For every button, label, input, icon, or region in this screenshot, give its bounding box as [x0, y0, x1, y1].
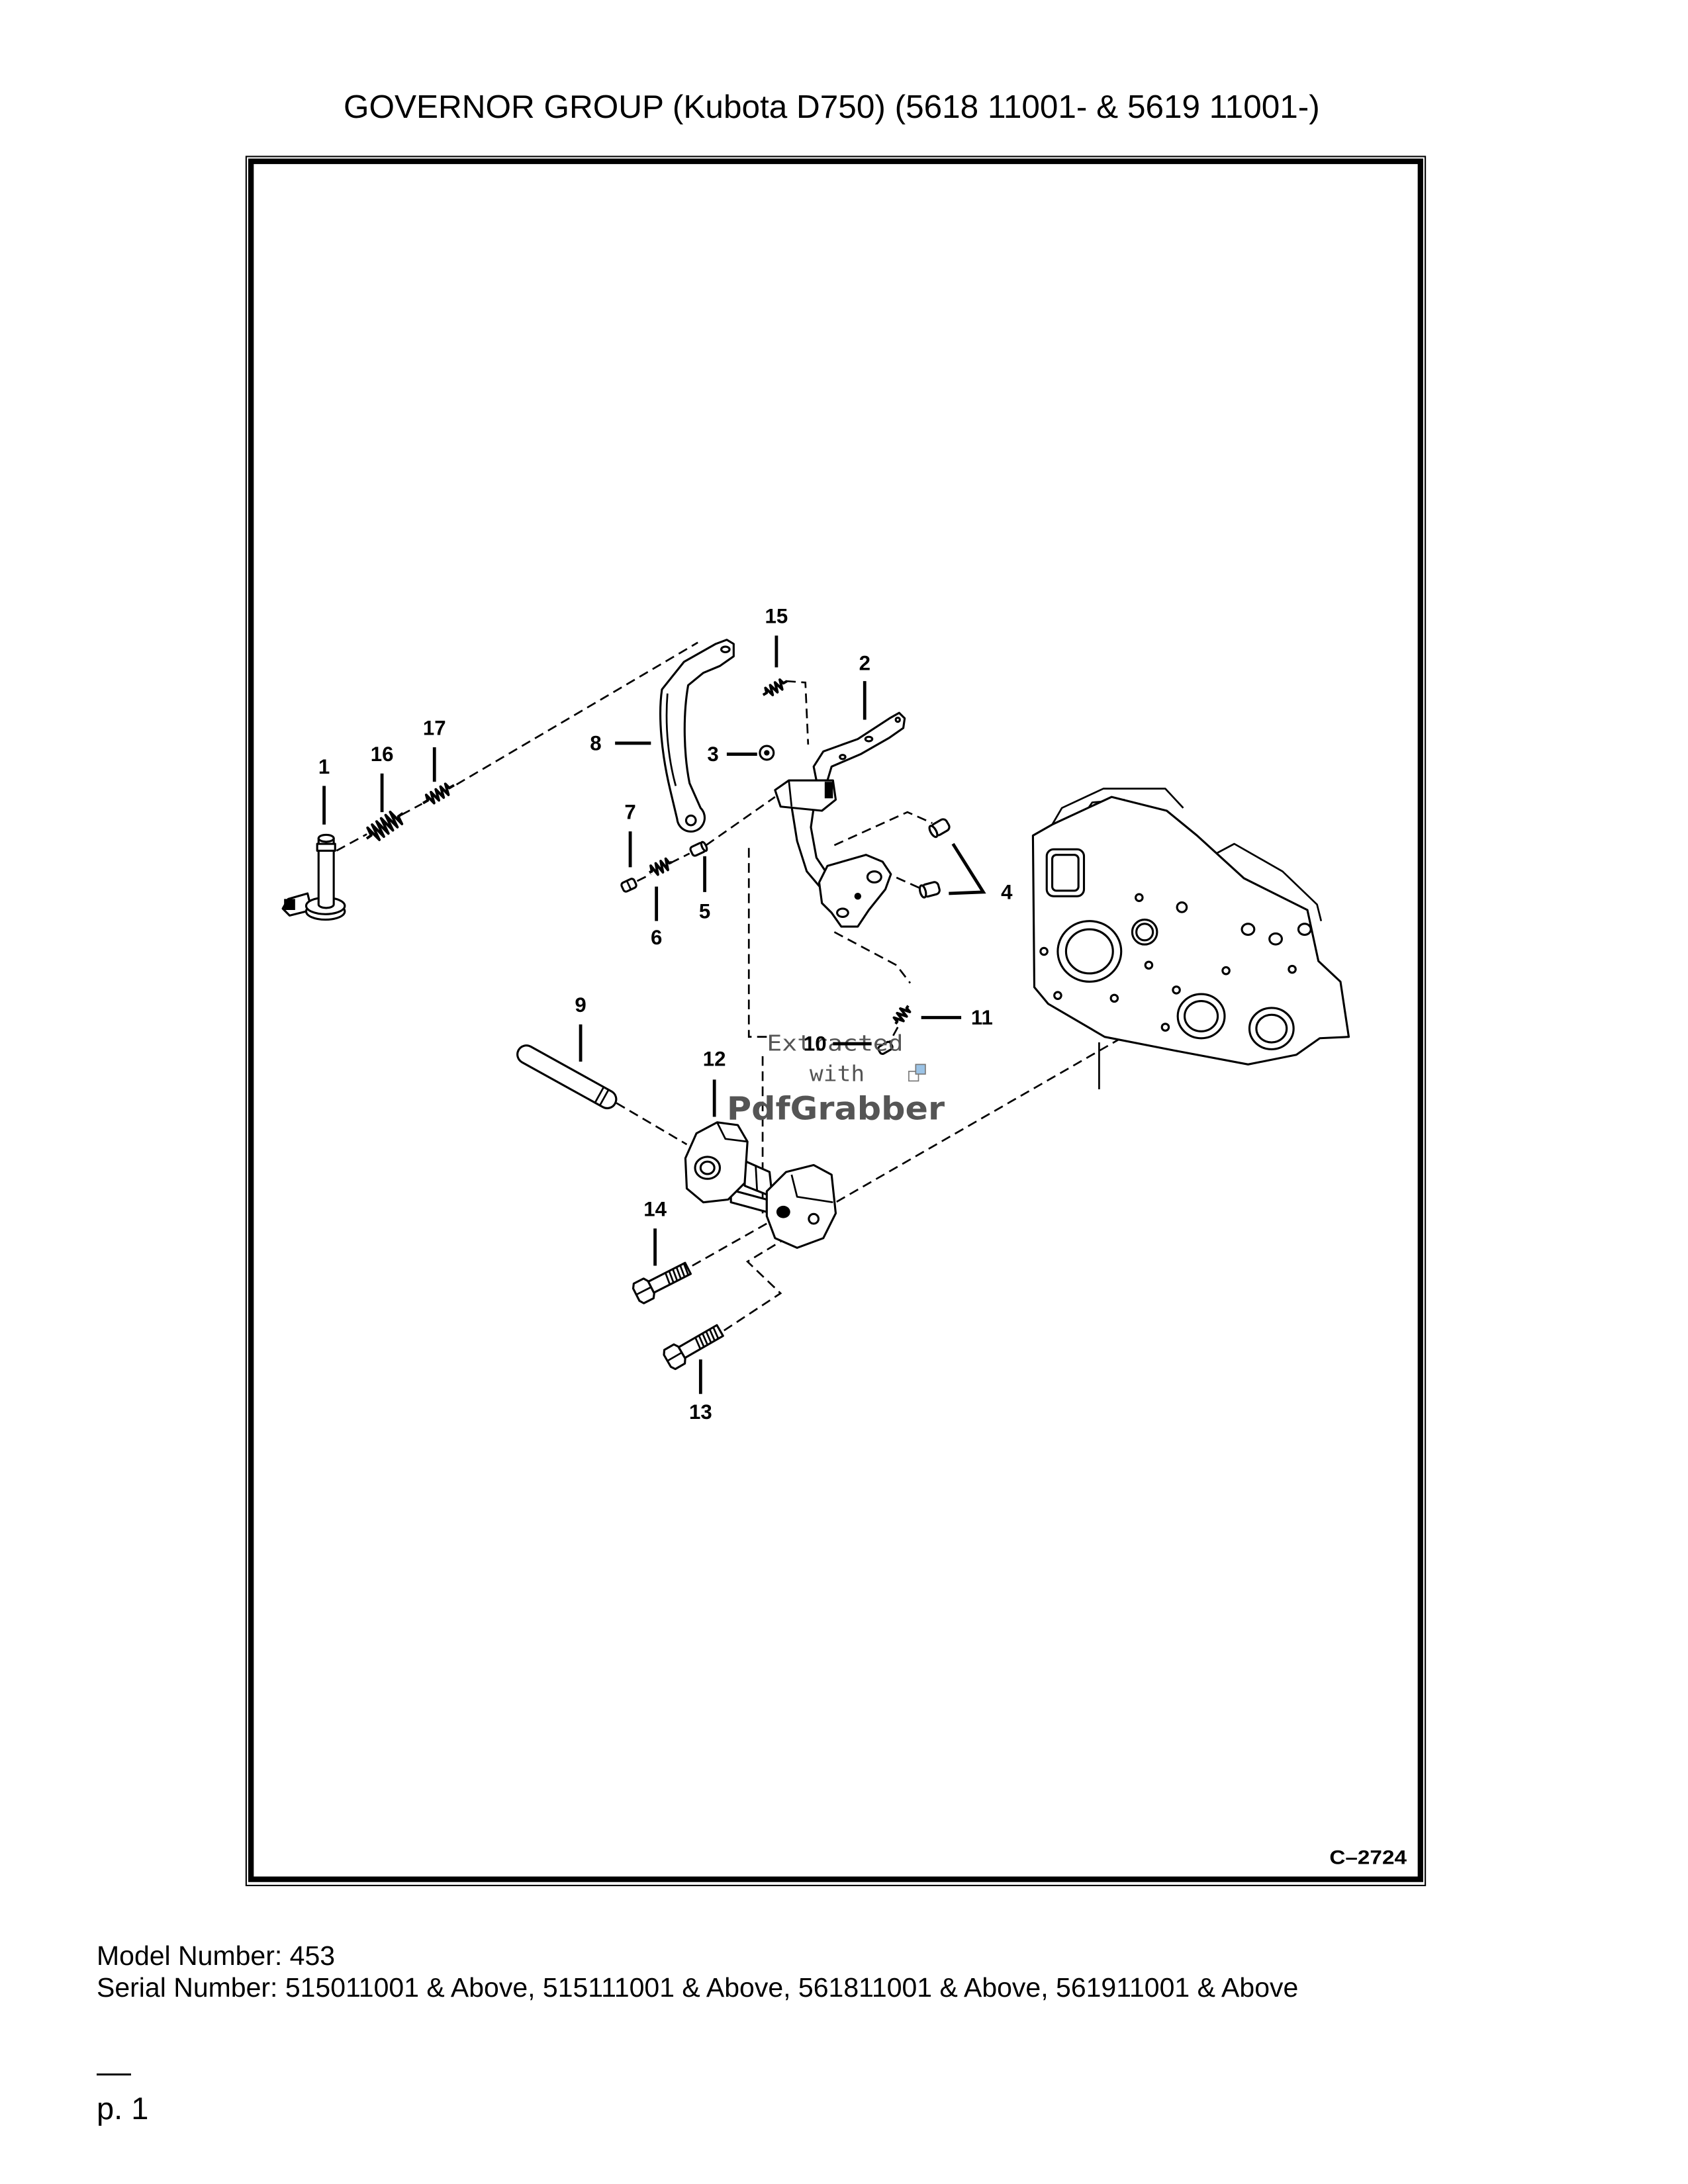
callout-5: 5: [699, 900, 710, 923]
figure-code: C–2724: [1329, 1848, 1407, 1869]
callout-leader-lines: [322, 635, 986, 1394]
part-12-drawing: [684, 1121, 837, 1249]
part-14-drawing: [632, 1261, 692, 1304]
part-1-drawing: [281, 833, 346, 921]
engine-block-drawing: [1031, 788, 1350, 1089]
callout-10: 10: [804, 1032, 827, 1056]
callout-14: 14: [643, 1198, 667, 1221]
pdfgrabber-watermark: Extracted with PdfGrabber: [727, 1030, 945, 1128]
model-number: Model Number: 453: [97, 1940, 336, 1971]
assembly-dashed-lines: [336, 641, 1149, 1332]
callout-11: 11: [971, 1006, 993, 1029]
part-9-drawing: [516, 1044, 618, 1110]
callout-2: 2: [859, 652, 870, 675]
callout-8: 8: [590, 731, 601, 754]
part-3-drawing: [759, 745, 775, 761]
part-11-drawing: [892, 1005, 912, 1025]
callout-numbers: 1 2 3 4 5 6 7 8 9 10 11 12 13 14 15 16 1…: [318, 605, 1013, 1424]
page-number: p. 1: [97, 2091, 149, 2126]
callout-16: 16: [371, 743, 394, 766]
part-4-drawing: [918, 818, 951, 899]
callout-15: 15: [765, 605, 788, 628]
part-6-drawing: [649, 857, 673, 876]
part-13-drawing: [663, 1324, 724, 1371]
callout-7: 7: [624, 801, 635, 824]
part-17-drawing: [422, 782, 455, 805]
page-title: GOVERNOR GROUP (Kubota D750) (5618 11001…: [344, 89, 1320, 125]
callout-3: 3: [707, 743, 718, 766]
callout-12: 12: [703, 1047, 726, 1070]
part-5-drawing: [689, 841, 708, 857]
watermark-brand: PdfGrabber: [727, 1091, 945, 1128]
fork-lever-drawing: [774, 779, 892, 928]
callout-9: 9: [575, 993, 586, 1017]
serial-number: Serial Number: 515011001 & Above, 515111…: [97, 1972, 1299, 2003]
footer-rule: [97, 2073, 131, 2075]
part-16-drawing: [365, 810, 404, 841]
part-8-drawing: [659, 639, 735, 833]
callout-13: 13: [689, 1400, 712, 1424]
part-15-drawing: [762, 678, 788, 697]
callout-1: 1: [318, 755, 330, 778]
diagram-frame: [245, 156, 1427, 1886]
part-10-drawing: [877, 1040, 894, 1055]
watermark-logo-icon: [908, 1064, 926, 1082]
callout-6: 6: [651, 926, 662, 949]
part-2-drawing: [812, 711, 906, 782]
callout-4: 4: [1001, 880, 1013, 903]
part-7-drawing: [620, 878, 637, 893]
watermark-line-2: with: [810, 1060, 865, 1086]
callout-17: 17: [423, 716, 446, 739]
